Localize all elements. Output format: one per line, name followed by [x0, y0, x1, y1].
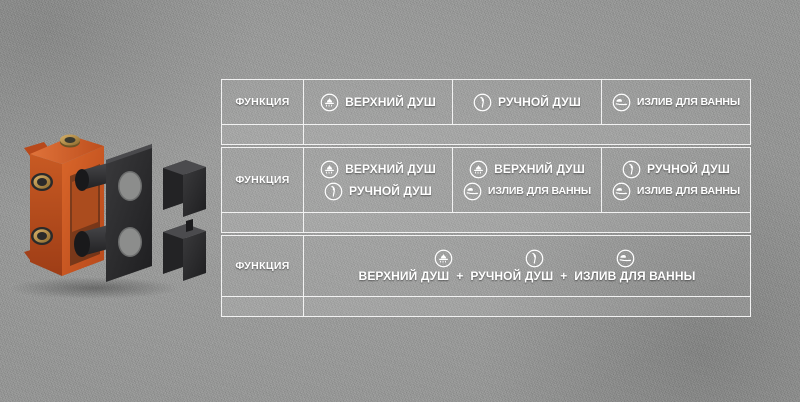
table-row-pair: ФУНКЦИЯ ВЕРХНИЙ ДУШ РУЧНОЙ ДУШ ВЕРХНИЙ Д… — [221, 147, 751, 213]
option-label: ВЕРХНИЙ ДУШ — [494, 162, 585, 176]
hand-shower-icon — [622, 160, 641, 179]
option-item: ВЕРХНИЙ ДУШ — [304, 160, 452, 179]
bath-spout-icon — [612, 93, 631, 112]
valve-body — [24, 134, 104, 276]
option-cell[interactable]: ИЗЛИВ ДЛЯ ВАННЫ — [602, 80, 750, 124]
overhead-shower-icon — [469, 160, 488, 179]
bath-spout-icon — [612, 182, 631, 201]
spacer-left-cell — [222, 125, 304, 144]
hand-shower-icon — [525, 249, 544, 268]
combined-option-cell[interactable]: ВЕРХНИЙ ДУШ + РУЧНОЙ ДУШ + ИЗЛИВ ДЛЯ ВАН… — [304, 236, 750, 296]
option-cell[interactable]: РУЧНОЙ ДУШ ИЗЛИВ ДЛЯ ВАННЫ — [602, 148, 750, 212]
mounting-plate — [106, 144, 152, 282]
plus-sign: + — [560, 268, 568, 283]
option-label: ИЗЛИВ ДЛЯ ВАННЫ — [574, 268, 696, 283]
functions-table: ФУНКЦИЯ ВЕРХНИЙ ДУШ РУЧНОЙ ДУШ ИЗЛИВ ДЛЯ… — [221, 79, 751, 317]
function-label: ФУНКЦИЯ — [235, 174, 290, 186]
plus-sign: + — [456, 268, 464, 283]
option-item: РУЧНОЙ ДУШ — [304, 182, 452, 201]
function-label-cell: ФУНКЦИЯ — [222, 148, 304, 212]
spacer-left-cell — [222, 213, 304, 232]
spacer-right-cell — [304, 125, 750, 144]
hand-shower-icon — [473, 93, 492, 112]
combined-icon-row — [420, 249, 635, 268]
option-label: РУЧНОЙ ДУШ — [470, 268, 554, 283]
option-label: РУЧНОЙ ДУШ — [349, 184, 432, 198]
option-item: РУЧНОЙ ДУШ — [453, 93, 601, 112]
option-cell[interactable]: ВЕРХНИЙ ДУШ РУЧНОЙ ДУШ — [304, 148, 453, 212]
function-label: ФУНКЦИЯ — [235, 96, 290, 108]
option-label: ВЕРХНИЙ ДУШ — [345, 95, 436, 109]
option-cell[interactable]: ВЕРХНИЙ ДУШ — [304, 80, 453, 124]
product-image — [10, 134, 206, 299]
function-label-cell: ФУНКЦИЯ — [222, 236, 304, 296]
bath-spout-icon — [463, 182, 482, 201]
option-label: ИЗЛИВ ДЛЯ ВАННЫ — [487, 185, 592, 197]
table-spacer-row — [221, 297, 751, 317]
table-spacer-row — [221, 125, 751, 145]
option-item: ВЕРХНИЙ ДУШ — [304, 93, 452, 112]
overhead-shower-icon — [434, 249, 453, 268]
option-cell[interactable]: ВЕРХНИЙ ДУШ ИЗЛИВ ДЛЯ ВАННЫ — [453, 148, 602, 212]
combined-text-row: ВЕРХНИЙ ДУШ + РУЧНОЙ ДУШ + ИЗЛИВ ДЛЯ ВАН… — [359, 269, 696, 283]
bath-spout-icon — [616, 249, 635, 268]
table-row-combined: ФУНКЦИЯ ВЕРХНИЙ ДУШ + РУЧНОЙ ДУШ + ИЗЛИВ… — [221, 235, 751, 297]
spacer-right-cell — [304, 213, 750, 232]
spacer-left-cell — [222, 297, 304, 316]
overhead-shower-icon — [320, 160, 339, 179]
option-item: ВЕРХНИЙ ДУШ — [453, 160, 601, 179]
handle-cube-upper — [163, 160, 206, 217]
option-item: ИЗЛИВ ДЛЯ ВАННЫ — [453, 182, 601, 201]
option-item: РУЧНОЙ ДУШ — [602, 160, 750, 179]
hand-shower-icon — [324, 182, 343, 201]
table-row-single: ФУНКЦИЯ ВЕРХНИЙ ДУШ РУЧНОЙ ДУШ ИЗЛИВ ДЛЯ… — [221, 79, 751, 125]
option-item: ИЗЛИВ ДЛЯ ВАННЫ — [602, 182, 750, 201]
function-label-cell: ФУНКЦИЯ — [222, 80, 304, 124]
option-label: ВЕРХНИЙ ДУШ — [345, 162, 436, 176]
handle-cube-lower — [163, 219, 206, 281]
overhead-shower-icon — [320, 93, 339, 112]
option-label: РУЧНОЙ ДУШ — [498, 95, 581, 109]
spacer-right-cell — [304, 297, 750, 316]
table-spacer-row — [221, 213, 751, 233]
option-label: ВЕРХНИЙ ДУШ — [358, 268, 450, 283]
option-cell[interactable]: РУЧНОЙ ДУШ — [453, 80, 602, 124]
function-label: ФУНКЦИЯ — [235, 260, 290, 272]
option-label: РУЧНОЙ ДУШ — [647, 162, 730, 176]
option-label: ИЗЛИВ ДЛЯ ВАННЫ — [636, 96, 741, 108]
option-item: ИЗЛИВ ДЛЯ ВАННЫ — [602, 93, 750, 112]
option-label: ИЗЛИВ ДЛЯ ВАННЫ — [636, 185, 741, 197]
